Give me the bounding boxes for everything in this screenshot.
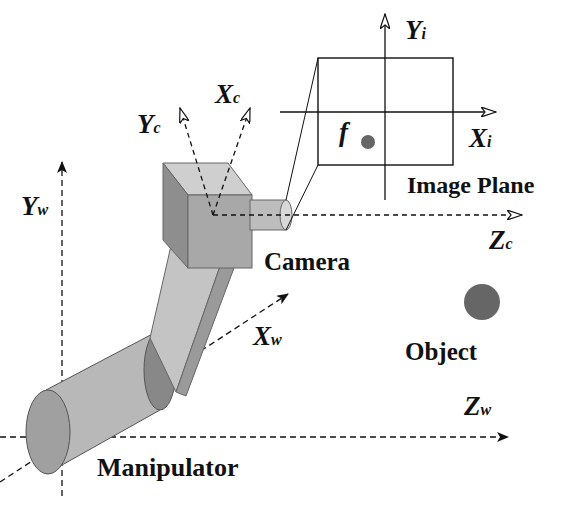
xw-axis — [0, 294, 288, 482]
axis-label: Xw — [252, 322, 283, 352]
axis-label: Xc — [214, 80, 241, 110]
axis-label: Xi — [468, 124, 492, 154]
projection-line — [286, 58, 318, 200]
focal-label: f — [338, 118, 349, 148]
object-ball — [464, 284, 500, 320]
xi-axis — [280, 111, 496, 112]
yi-axis — [384, 14, 385, 200]
part-name: Camera — [263, 248, 351, 276]
manipulator — [26, 163, 292, 474]
axis-label: Zc — [488, 226, 514, 256]
feature-point — [361, 135, 375, 149]
axis-label: Zw — [463, 392, 492, 422]
axis-label: Yc — [136, 110, 162, 140]
part-name: Image Plane — [406, 172, 535, 198]
axis-label: Yw — [20, 192, 49, 222]
zc-axis — [213, 214, 522, 215]
part-name: Manipulator — [96, 454, 240, 483]
yc-axis — [180, 108, 213, 215]
axis-label: Yi — [404, 16, 427, 46]
projection-line — [286, 165, 318, 230]
part-name: Object — [404, 338, 478, 366]
xc-axis — [213, 108, 250, 215]
